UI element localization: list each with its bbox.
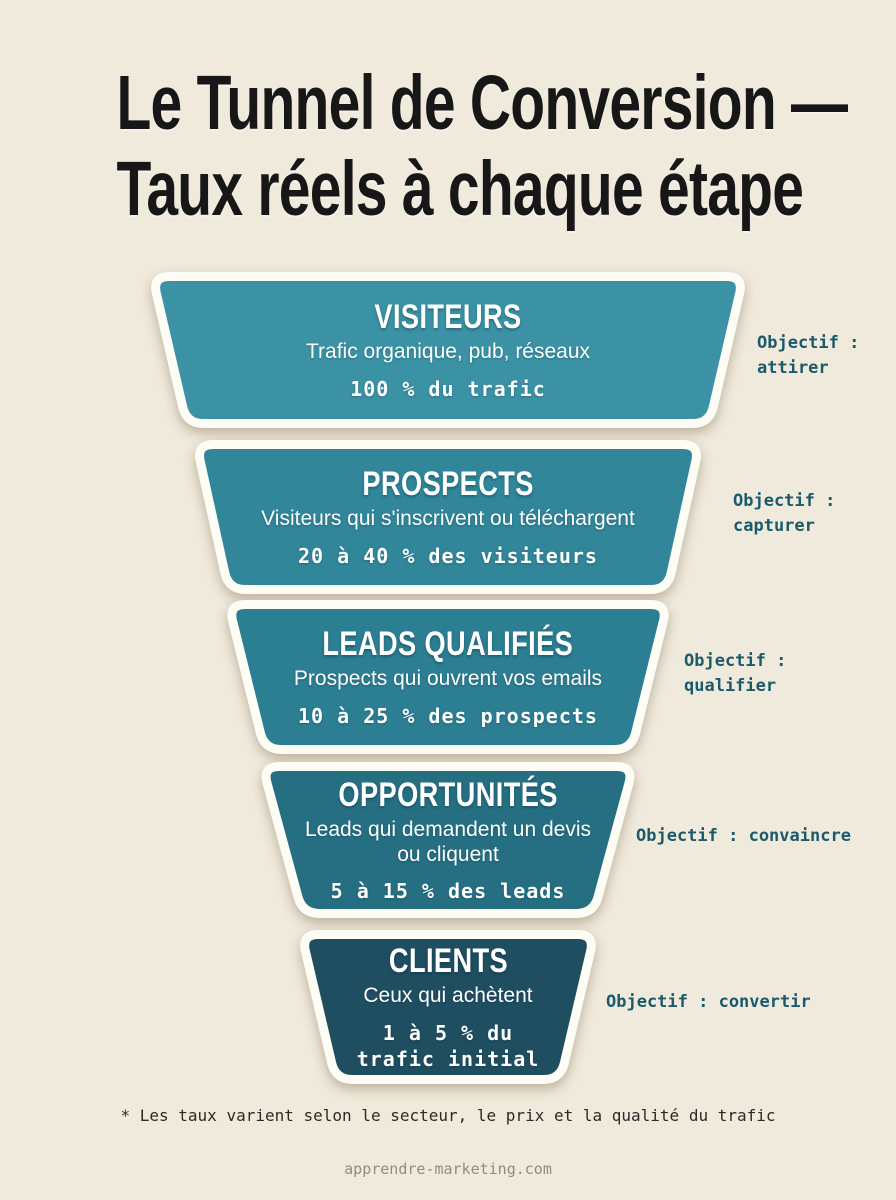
objective-label: Objectif : convaincre bbox=[636, 826, 851, 846]
funnel-stage-shape bbox=[195, 440, 701, 594]
stage-title: OPPORTUNITÉS bbox=[338, 775, 558, 814]
stage-text: VISITEURS Trafic organique, pub, réseaux 1… bbox=[134, 272, 762, 428]
stage-rate: 1 à 5 % du trafic initial bbox=[356, 1020, 540, 1071]
funnel-stage-shape bbox=[300, 930, 596, 1084]
funnel-stage: PROSPECTS Visiteurs qui s'inscrivent ou t… bbox=[178, 426, 718, 608]
funnel-stage: VISITEURS Trafic organique, pub, réseaux 1… bbox=[134, 258, 762, 442]
funnel-stage-shape bbox=[261, 762, 635, 918]
funnel-stage-shape bbox=[151, 272, 745, 428]
stage-text: LEADS QUALIFIÉS Prospects qui ouvrent vos… bbox=[210, 600, 686, 754]
stage-description: Visiteurs qui s'inscrivent ou télécharge… bbox=[261, 507, 635, 531]
stage-description: Trafic organique, pub, réseaux bbox=[305, 340, 591, 364]
stage-description: Leads qui demandent un devis ou cliquent bbox=[304, 817, 592, 866]
objective-label: Objectif : convertir bbox=[606, 992, 811, 1012]
stage-rate: 20 à 40 % des visiteurs bbox=[298, 543, 598, 568]
page-title: Le Tunnel de Conversion — Taux réels à c… bbox=[0, 60, 896, 232]
objective-label: Objectif : capturer bbox=[733, 491, 836, 536]
stage-title: CLIENTS bbox=[388, 942, 508, 981]
stage-text: PROSPECTS Visiteurs qui s'inscrivent ou t… bbox=[178, 440, 718, 594]
objective-label: Objectif : attirer bbox=[757, 333, 860, 378]
funnel-stage: LEADS QUALIFIÉS Prospects qui ouvrent vos… bbox=[210, 586, 686, 768]
funnel-stage: CLIENTS Ceux qui achètent 1 à 5 % du trafi… bbox=[283, 916, 613, 1098]
stage-title: PROSPECTS bbox=[362, 465, 534, 504]
stage-description: Prospects qui ouvrent vos emails bbox=[293, 667, 603, 691]
stage-rate: 100 % du trafic bbox=[350, 376, 546, 401]
stage-rate: 5 à 15 % des leads bbox=[330, 879, 566, 904]
funnel-stage-shape bbox=[227, 600, 669, 754]
stage-description: Ceux qui achètent bbox=[363, 984, 533, 1008]
stage-title: LEADS QUALIFIÉS bbox=[322, 625, 574, 664]
stage-rate: 10 à 25 % des prospects bbox=[298, 703, 598, 728]
footnote: * Les taux varient selon le secteur, le … bbox=[120, 1106, 776, 1125]
website-url: apprendre-marketing.com bbox=[344, 1160, 552, 1178]
stage-text: CLIENTS Ceux qui achètent 1 à 5 % du trafi… bbox=[283, 930, 613, 1084]
page-title-line2: Taux réels à chaque étape bbox=[116, 146, 804, 233]
page-title-line1: Le Tunnel de Conversion — bbox=[116, 60, 848, 146]
stage-title: VISITEURS bbox=[374, 298, 522, 337]
objective-label: Objectif : qualifier bbox=[684, 651, 787, 696]
